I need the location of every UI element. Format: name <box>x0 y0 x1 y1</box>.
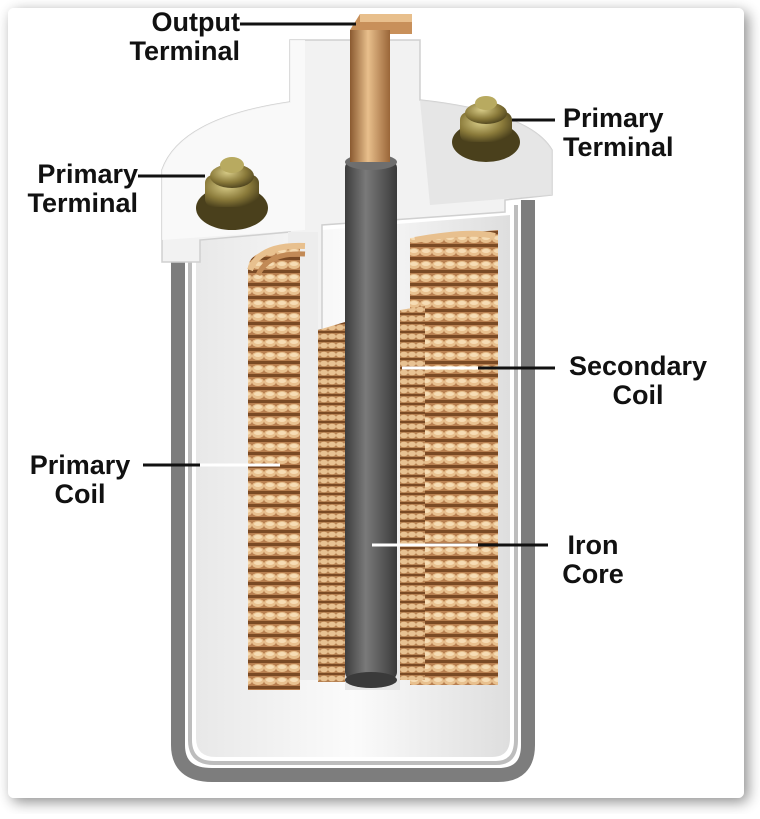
leader-lines <box>138 22 555 547</box>
iron-core-rod <box>345 160 397 680</box>
leader-lines-white <box>200 366 478 547</box>
primary-terminal-left-nut <box>196 157 268 230</box>
primary-coil-winding <box>248 245 300 690</box>
coil-body <box>161 14 553 782</box>
label-primary-terminal-left: Primary Terminal <box>27 159 138 218</box>
primary-terminal-right-nut <box>452 96 520 162</box>
label-primary-coil: Primary Coil <box>29 450 131 509</box>
label-secondary-coil: Secondary Coil <box>568 351 708 410</box>
metal-casing <box>171 200 535 782</box>
label-iron-core: Iron Core <box>562 530 624 589</box>
secondary-coil-winding <box>318 322 345 682</box>
label-output-terminal: Output Terminal <box>129 7 240 66</box>
label-primary-terminal-right: Primary Terminal <box>563 103 674 162</box>
output-terminal-rod <box>350 30 390 162</box>
